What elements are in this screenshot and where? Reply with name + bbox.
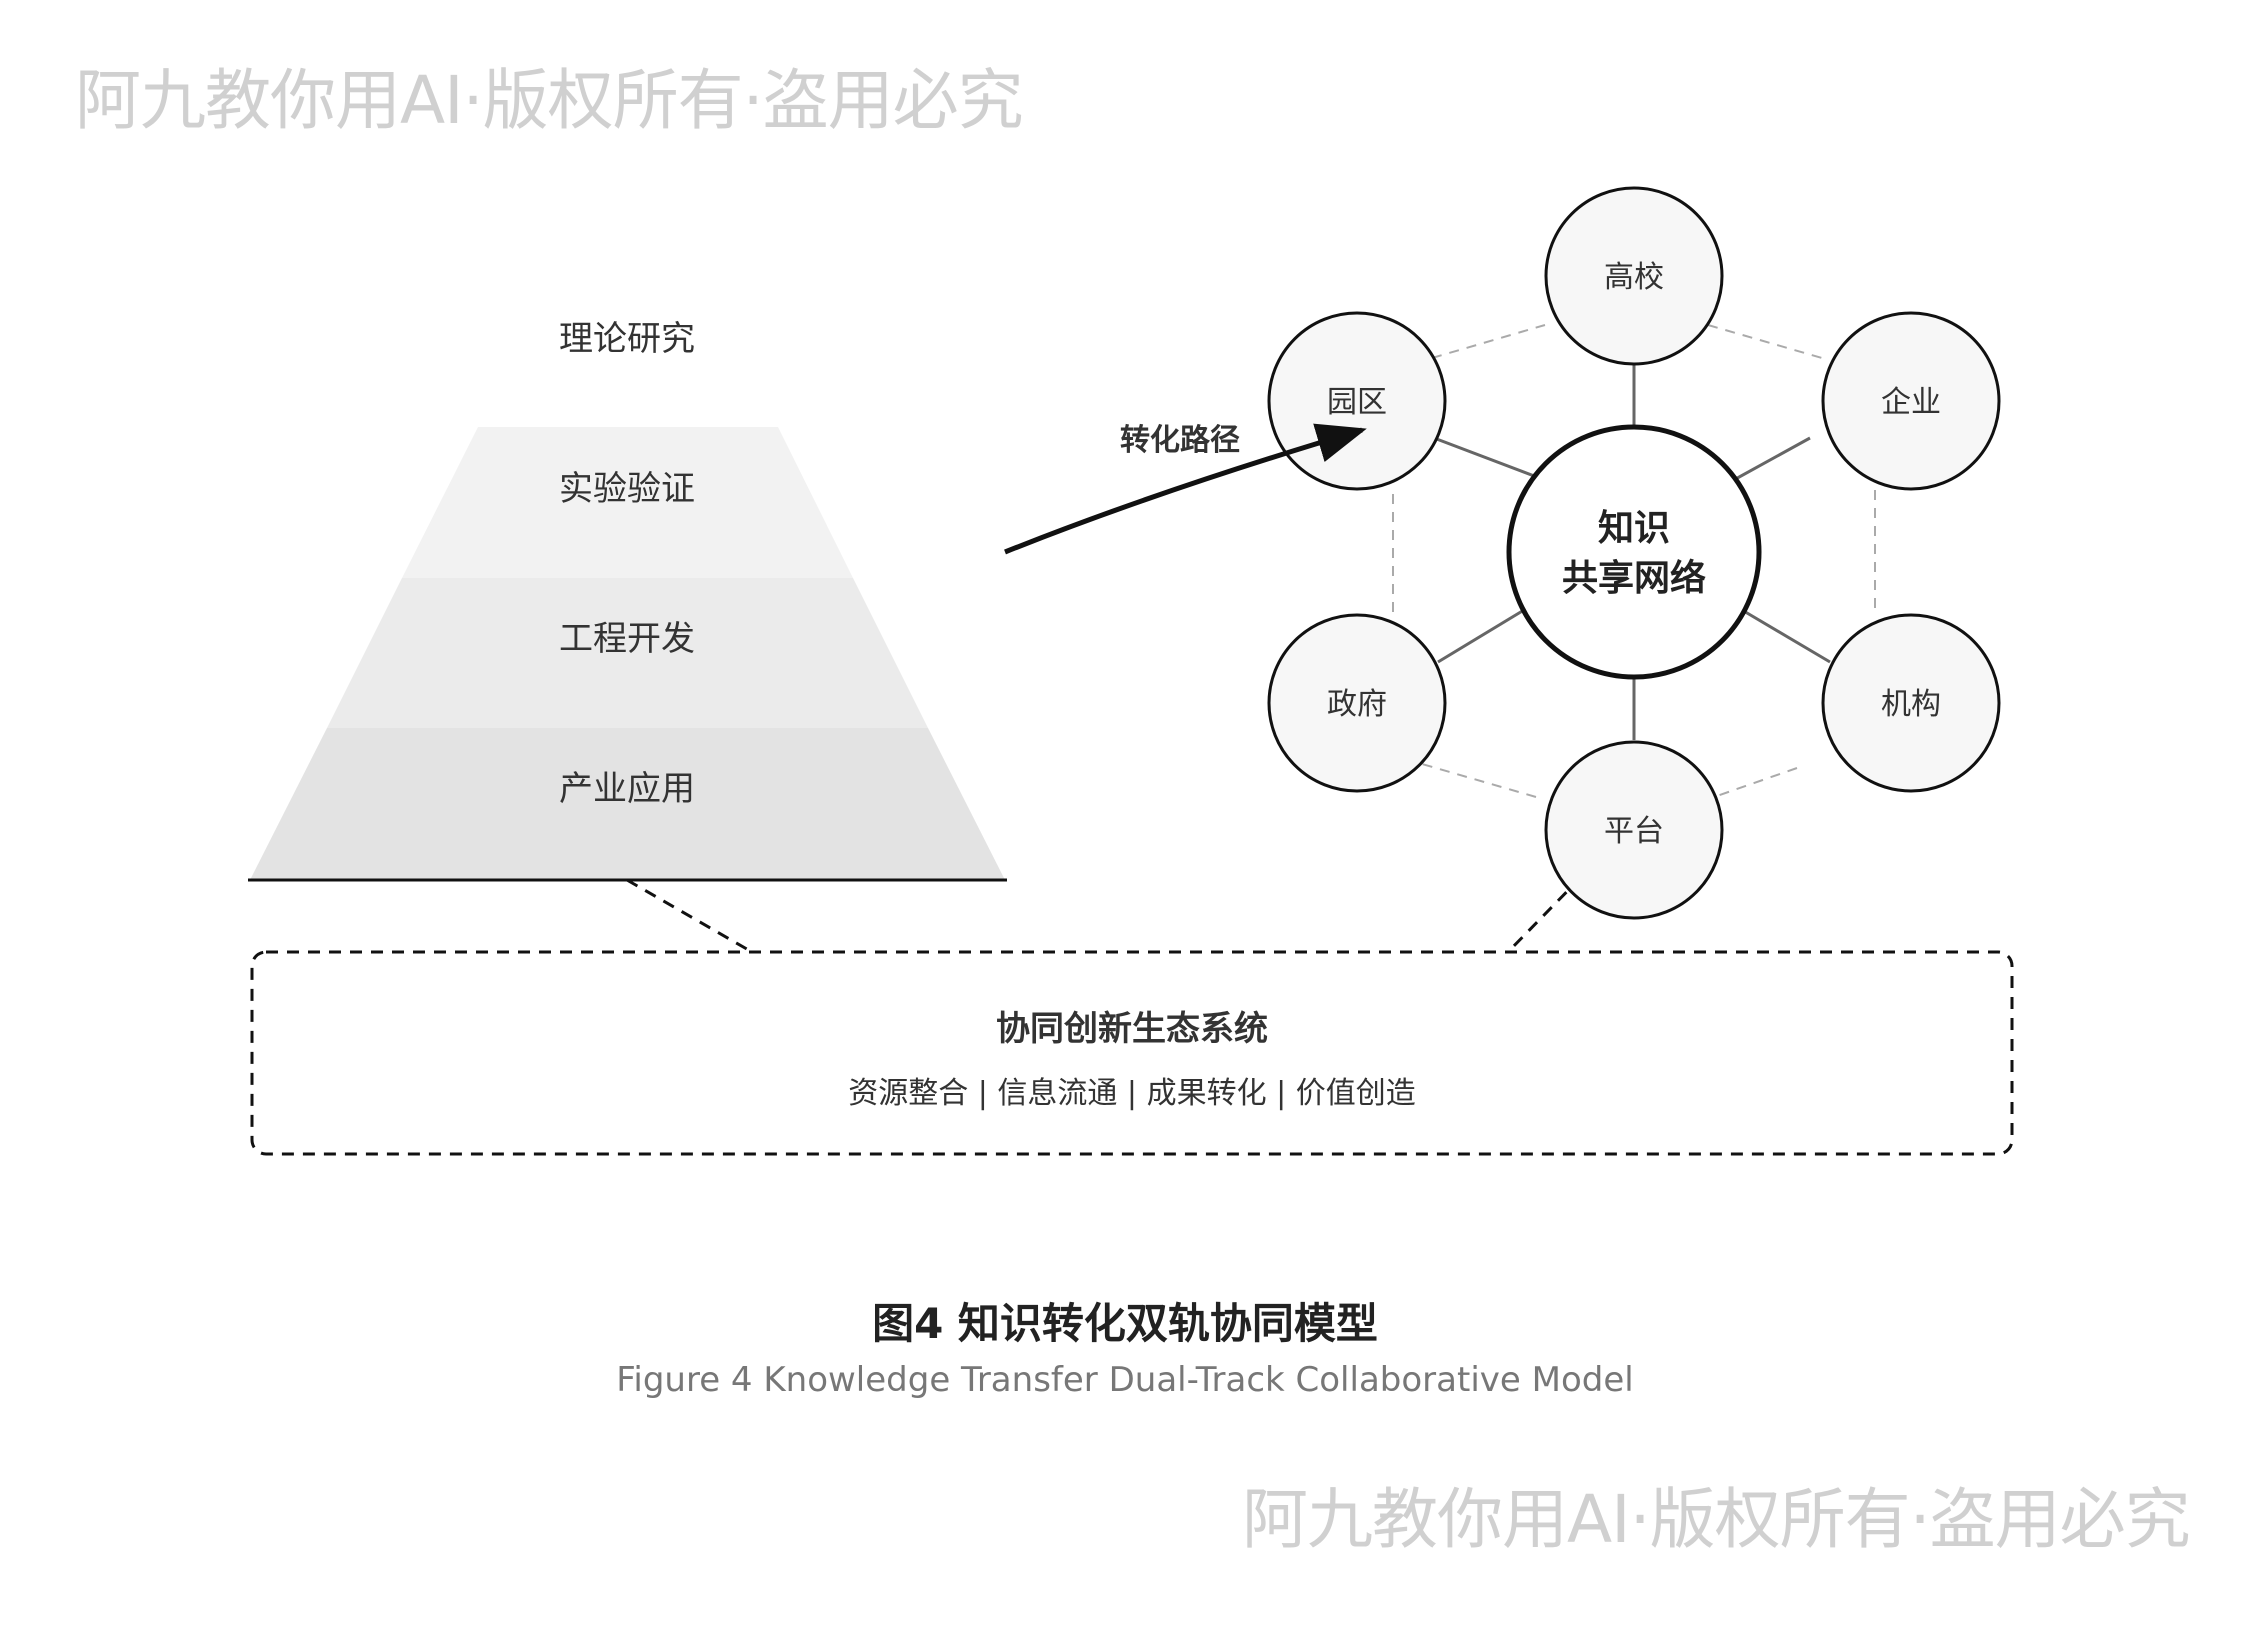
node-pingtai-label: 平台 xyxy=(1604,814,1664,849)
pyramid-to-ecosystem-connector xyxy=(626,878,753,954)
node-zhengfu-label: 政府 xyxy=(1327,687,1387,722)
ecosystem-title: 协同创新生态系统 xyxy=(996,1009,1268,1049)
node-qiye: 企业 xyxy=(1821,311,2001,491)
watermark-bottom: 阿九教你用AI·版权所有·盗用必究 xyxy=(1242,1481,2191,1558)
hub-label-line2: 共享网络 xyxy=(1562,557,1706,599)
ecosystem-border xyxy=(250,950,2014,1156)
node-zhengfu: 政府 xyxy=(1267,613,1447,793)
figure-caption-en: Figure 4 Knowledge Transfer Dual-Track C… xyxy=(616,1360,1634,1400)
network-hub: 知识 共享网络 xyxy=(1506,424,1762,680)
pyramid: 理论研究 实验验证 工程开发 产业应用 xyxy=(248,319,1007,882)
node-gaoxiao-label: 高校 xyxy=(1604,260,1664,295)
node-yuanqu: 园区 xyxy=(1267,311,1447,491)
node-jigou: 机构 xyxy=(1821,613,2001,793)
transfer-path-arrow xyxy=(1004,423,1367,555)
ecosystem-subtitle: 资源整合 | 信息流通 | 成果转化 | 价值创造 xyxy=(848,1076,1416,1111)
transfer-path-label: 转化路径 xyxy=(1120,423,1240,458)
network-outer-ring xyxy=(1392,324,1876,798)
pyramid-top-label: 理论研究 xyxy=(559,319,695,359)
network: 高校 企业 机构 平台 政府 园区 知识 共享网络 xyxy=(1267,186,2001,920)
node-pingtai: 平台 xyxy=(1544,740,1724,920)
ecosystem-box: 协同创新生态系统 资源整合 | 信息流通 | 成果转化 | 价值创造 xyxy=(250,950,2014,1156)
pyramid-layer-1 xyxy=(402,427,853,578)
pyramid-layer-1-label: 实验验证 xyxy=(559,469,695,509)
node-qiye-label: 企业 xyxy=(1881,385,1941,420)
transfer-path: 转化路径 xyxy=(1004,423,1367,555)
pyramid-layer-3 xyxy=(250,728,1005,880)
pyramid-layer-2 xyxy=(327,578,928,728)
node-yuanqu-label: 园区 xyxy=(1327,385,1387,420)
pyramid-layer-3-label: 产业应用 xyxy=(559,769,695,809)
node-gaoxiao: 高校 xyxy=(1544,186,1724,366)
hub-label-line1: 知识 xyxy=(1598,508,1670,549)
pyramid-layer-2-label: 工程开发 xyxy=(559,619,695,659)
figure-caption-cn: 图4 知识转化双轨协同模型 xyxy=(872,1299,1378,1348)
watermark-top: 阿九教你用AI·版权所有·盗用必究 xyxy=(75,62,1024,139)
node-jigou-label: 机构 xyxy=(1881,687,1941,722)
